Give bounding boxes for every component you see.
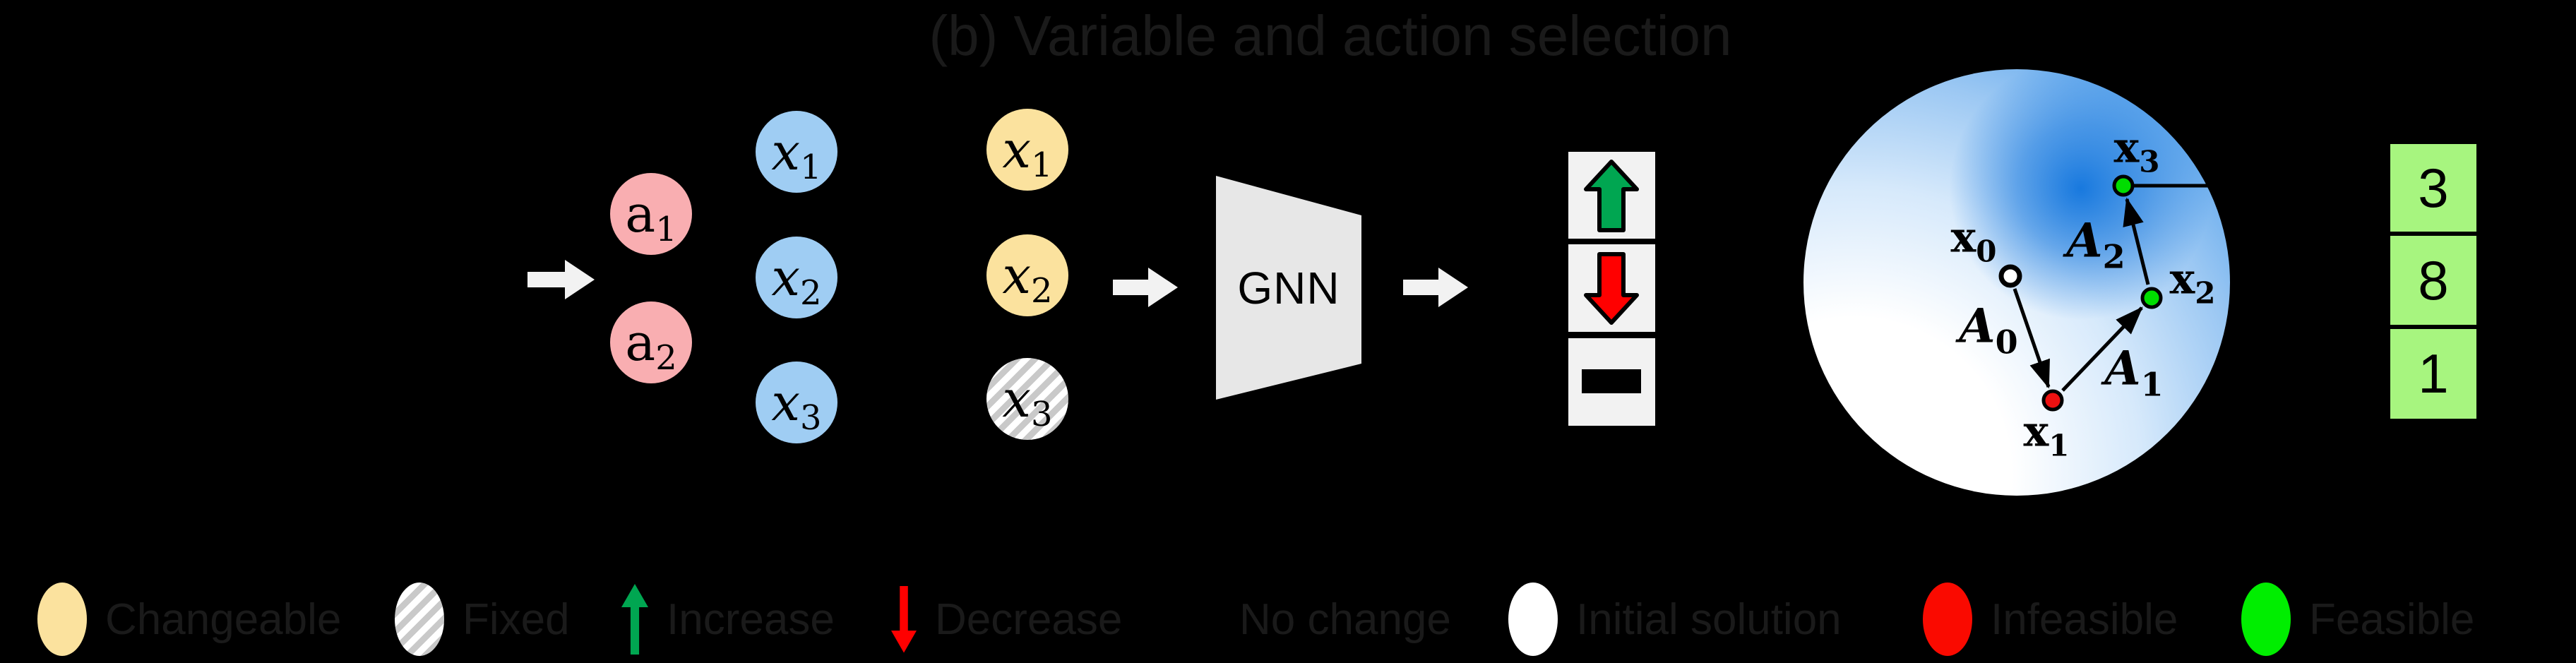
legend-item-feasible: Feasible: [2241, 578, 2474, 661]
increase-arrow-icon: [1584, 160, 1639, 232]
initial-solution-circle-icon: [1508, 583, 1558, 656]
no-change-minus-icon: [1582, 369, 1641, 393]
infeasible-circle-icon: [1923, 583, 1972, 656]
action-label-A1: A1: [2104, 340, 2164, 404]
legend-item-increase: Increase: [621, 578, 835, 661]
action-arrow-A1: [2061, 306, 2143, 392]
gnn-label: GNN: [1237, 262, 1340, 313]
solution-vector-cell: 3: [2388, 142, 2479, 234]
feasible-dot: [2140, 287, 2163, 309]
decrease-arrow-icon: [891, 585, 917, 653]
changeable-circle-icon: [37, 583, 87, 656]
legend-item-initial-solution: Initial solution: [1508, 578, 1842, 661]
legend-item-changeable: Changeable: [37, 578, 341, 661]
no-change-minus-icon: [1162, 608, 1221, 631]
legend-item-decrease: Decrease: [891, 578, 1122, 661]
flow-arrow-icon: [1113, 268, 1178, 307]
solution-label-x2: x2: [2169, 254, 2216, 311]
flow-arrow-icon: [1403, 268, 1468, 307]
decrease-arrow-icon: [1584, 252, 1639, 325]
initial-solution-dot: [1998, 264, 2022, 288]
solution-vector-cell: 1: [2388, 327, 2479, 421]
gnn-trapezoid: [1216, 176, 1361, 400]
action-arrow-A0: [2012, 288, 2051, 389]
legend-item-no-change: No change: [1162, 578, 1451, 661]
infeasible-dot: [2041, 389, 2064, 412]
feasible-circle-icon: [2241, 583, 2291, 656]
solution-label-x1: x1: [2023, 407, 2070, 463]
fixed-circle-icon: [395, 583, 444, 656]
legend-item-fixed: Fixed: [395, 578, 570, 661]
increase-arrow-icon: [621, 584, 648, 655]
flow-arrow-icon: [527, 260, 595, 299]
action-label-A2: A2: [2066, 213, 2125, 276]
figure-title: (b) Variable and action selection: [929, 4, 1732, 67]
action-label-A0: A0: [1959, 298, 2018, 362]
solution-label-x3: x3: [2113, 123, 2160, 179]
solution-vector-cell: 8: [2388, 234, 2479, 327]
feasible-dot: [2112, 174, 2135, 197]
action-arrow-A2: [2123, 197, 2150, 285]
legend-item-infeasible: Infeasible: [1923, 578, 2178, 661]
solution-label-x0: x0: [1950, 213, 1997, 269]
